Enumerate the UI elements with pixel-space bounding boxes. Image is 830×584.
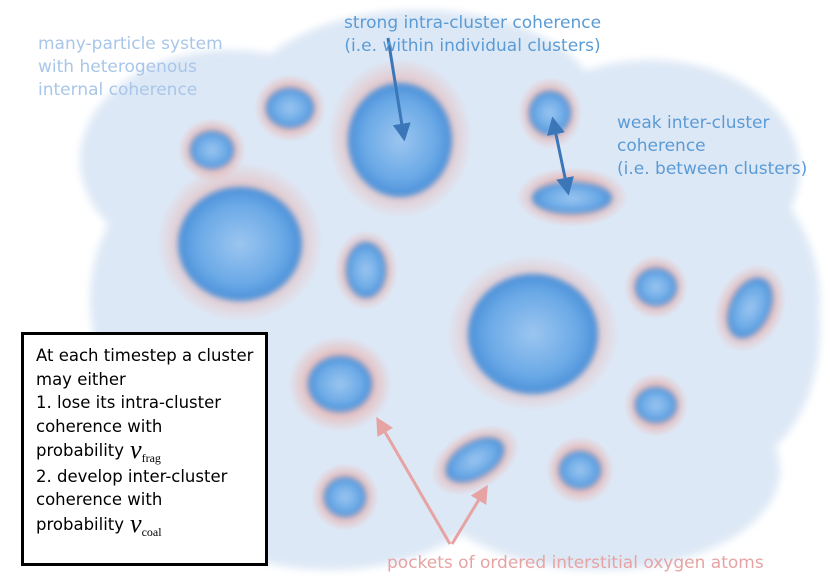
nu-symbol: ν <box>130 435 142 464</box>
rules-prob-frag: probability νfrag <box>36 435 259 466</box>
inter-arrow <box>547 116 574 196</box>
cluster-small-1 <box>254 74 326 142</box>
cluster-tilted-bottom <box>430 424 520 496</box>
cluster-small-right-2 <box>624 373 688 437</box>
cluster-small-right-1 <box>624 255 688 319</box>
inter-label-line: weak inter-cluster <box>617 113 770 133</box>
cluster-small-3 <box>518 77 582 149</box>
cluster-large-top <box>328 58 472 218</box>
intra-arrow <box>386 37 411 142</box>
cluster-small-bottom-1 <box>546 436 614 504</box>
cluster-left-lower <box>288 336 392 432</box>
rules-line: coherence with <box>36 490 163 509</box>
cluster-large-left <box>157 162 323 322</box>
intra-label-line: strong intra-cluster coherence <box>344 13 602 33</box>
cluster-small-2 <box>178 118 246 182</box>
intra-cluster-label: strong intra-cluster coherence (i.e. wit… <box>344 12 601 58</box>
prob-text: probability <box>36 441 125 460</box>
rules-line: coherence with <box>36 416 163 436</box>
coal-subscript: coal <box>141 524 162 539</box>
system-label: many-particle system with heterogenous i… <box>38 33 223 102</box>
intra-label-line: (i.e. within individual clusters) <box>344 36 601 56</box>
rules-line: 2. develop inter-cluster <box>36 466 228 486</box>
cluster-flat-top-right <box>516 167 628 227</box>
pocket-arrow-2 <box>450 484 488 545</box>
cluster-tilted-right <box>713 263 787 353</box>
system-label-line: internal coherence <box>38 80 198 100</box>
cluster-oval-mid <box>334 230 398 310</box>
frag-subscript: frag <box>141 451 161 465</box>
rules-line: 1. lose its intra-cluster <box>36 393 222 412</box>
cluster-small-bottom-2 <box>311 463 379 531</box>
rules-line: At each timestep a cluster <box>36 346 254 365</box>
pockets-label: pockets of ordered interstitial oxygen a… <box>387 553 764 573</box>
prob-text: probability <box>36 514 125 534</box>
rules-box: At each timestep a cluster may either 1.… <box>21 332 268 566</box>
inter-cluster-label: weak inter-cluster coherence (i.e. betwe… <box>617 112 807 181</box>
rules-line: may either <box>36 369 126 389</box>
cluster-large-center <box>447 255 619 411</box>
system-label-line: many-particle system <box>38 34 223 54</box>
nu-symbol: ν <box>130 508 142 538</box>
inter-label-line: coherence <box>617 136 706 156</box>
system-label-line: with heterogenous <box>38 57 197 77</box>
inter-label-line: (i.e. between clusters) <box>617 159 808 179</box>
pocket-arrow-1 <box>376 416 452 545</box>
